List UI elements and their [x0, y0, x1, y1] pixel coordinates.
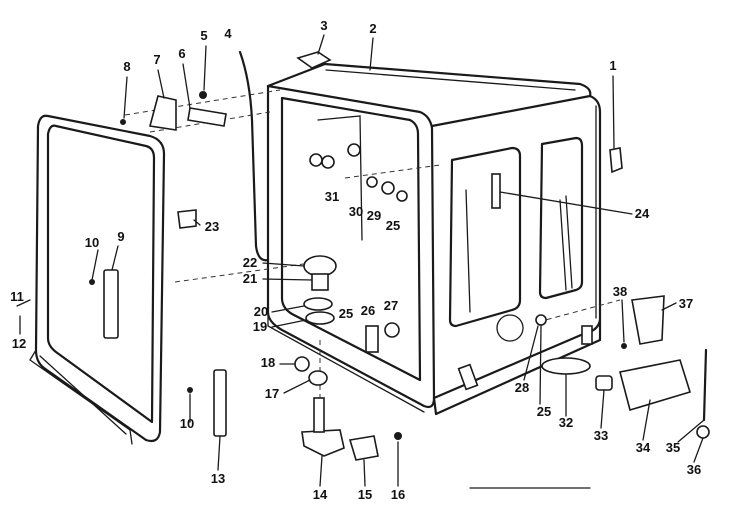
- callout-9: 9: [117, 229, 124, 244]
- callout-7: 7: [153, 52, 160, 67]
- callout-8: 8: [123, 59, 130, 74]
- callout-24: 24: [635, 206, 650, 221]
- callout-17: 17: [265, 386, 279, 401]
- door-handle-panel: [103, 269, 119, 339]
- leader-lines: [124, 89, 621, 432]
- callout-14: 14: [313, 487, 328, 502]
- callout-2: 2: [369, 21, 376, 36]
- callout-34: 34: [636, 440, 651, 455]
- callout-37: 37: [679, 296, 693, 311]
- callout-21: 21: [243, 271, 257, 286]
- callout-10-door: 10: [85, 235, 99, 250]
- callout-28: 28: [515, 380, 529, 395]
- door-panel: [29, 114, 166, 445]
- small-parts: [120, 51, 710, 461]
- callout-36: 36: [687, 462, 701, 477]
- callout-18: 18: [261, 355, 275, 370]
- callout-27: 27: [384, 298, 398, 313]
- callout-10-lower: 10: [180, 416, 194, 431]
- callout-29: 29: [367, 208, 381, 223]
- side-panel-openings: [317, 115, 584, 342]
- callout-labels: 1 2 3 4 5 6 7 8 9 10 10 11 12 13 14 15 1…: [10, 18, 701, 502]
- callout-13: 13: [211, 471, 225, 486]
- callout-5: 5: [200, 28, 207, 43]
- callout-30: 30: [349, 204, 363, 219]
- callout-19: 19: [253, 319, 267, 334]
- callout-22: 22: [243, 255, 257, 270]
- callout-20: 20: [254, 304, 268, 319]
- callout-32: 32: [559, 415, 573, 430]
- callout-25-lower: 25: [537, 404, 551, 419]
- callout-6: 6: [178, 46, 185, 61]
- hinge-arm-4: [238, 50, 270, 262]
- callout-4: 4: [224, 26, 232, 41]
- callout-23: 23: [205, 219, 219, 234]
- callout-16: 16: [391, 487, 405, 502]
- callout-38: 38: [613, 284, 627, 299]
- callout-15: 15: [358, 487, 372, 502]
- callout-33: 33: [594, 428, 608, 443]
- callout-3: 3: [320, 18, 327, 33]
- callout-25-upper: 25: [386, 218, 400, 233]
- callout-1: 1: [609, 58, 616, 73]
- callout-12: 12: [12, 336, 26, 351]
- callout-25-middle: 25: [339, 306, 353, 321]
- callout-11: 11: [10, 289, 24, 304]
- callout-leaders: [16, 34, 705, 487]
- callout-35: 35: [666, 440, 680, 455]
- callout-26: 26: [361, 303, 375, 318]
- tub-body: [266, 62, 602, 416]
- callout-31: 31: [325, 189, 339, 204]
